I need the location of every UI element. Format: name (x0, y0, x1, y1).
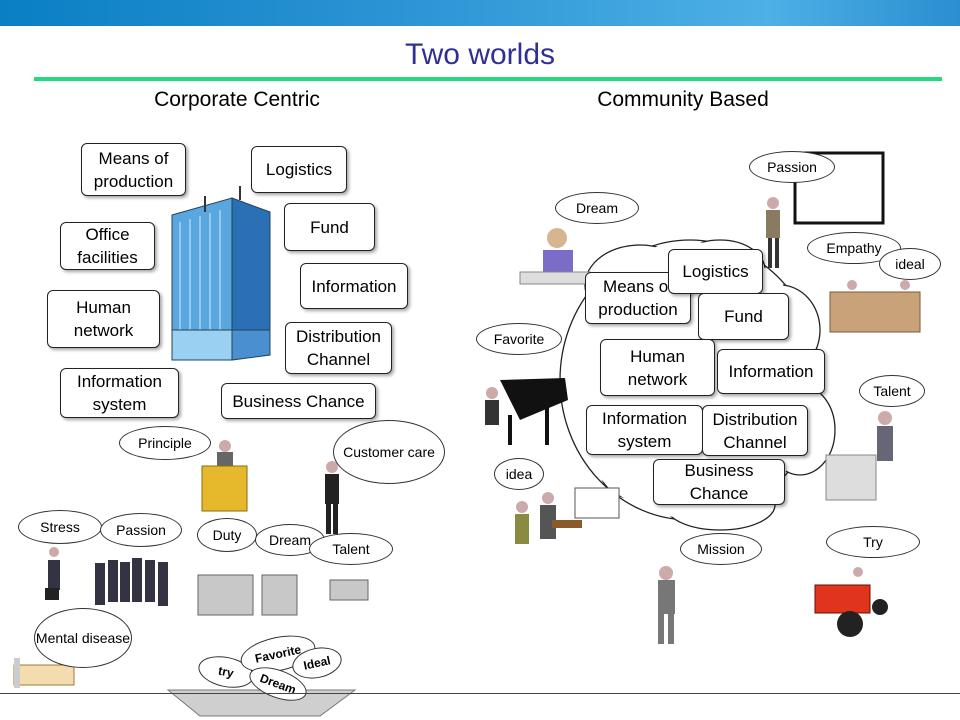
slide-title: Two worlds (404, 38, 556, 71)
office-building-icon (171, 186, 271, 361)
piano-icon (485, 378, 568, 445)
bubble-duty: Duty (197, 518, 257, 552)
businessman-icon (325, 461, 339, 534)
cloud-box-information: Information (717, 349, 825, 394)
cloud-box-information-system: Information system (586, 405, 703, 455)
dreamer-icon (519, 228, 591, 285)
cloud-box-fund: Fund (698, 293, 789, 340)
box-information: Information (300, 263, 408, 309)
bubble-mission: Mission (680, 533, 762, 565)
box-means-of-production: Means of production (81, 143, 186, 196)
right-heading: Community Based (597, 88, 769, 111)
bubble-favorite: Favorite (476, 323, 562, 355)
bubble-passion: Passion (100, 513, 182, 547)
box-fund: Fund (284, 203, 375, 251)
bubble-stress: Stress (18, 510, 102, 544)
bubble-mental-disease: Mental disease (34, 608, 132, 668)
bubble-talent-right: Talent (859, 375, 925, 407)
crowd-icon (45, 547, 168, 606)
meeting-group-icon (515, 487, 620, 544)
cloud-box-logistics: Logistics (668, 249, 763, 294)
left-heading: Corporate Centric (154, 88, 320, 111)
box-information-system: Information system (60, 368, 179, 418)
title-underline (34, 77, 942, 81)
hospital-bed-icon (13, 658, 75, 688)
bubble-passion-right: Passion (749, 151, 835, 183)
tractor-icon (814, 567, 888, 637)
bubble-try: Try (826, 526, 920, 558)
computer-desk-icon (825, 411, 893, 501)
office-desks-icon (197, 574, 369, 616)
mission-man-icon (658, 566, 675, 644)
top-banner (0, 0, 960, 26)
box-business-chance: Business Chance (221, 383, 376, 419)
box-human-network: Human network (47, 290, 160, 348)
cloud-box-distribution-channel: Distribution Channel (702, 405, 808, 456)
box-logistics: Logistics (251, 146, 347, 193)
bubble-principle: Principle (119, 426, 211, 460)
box-office-facilities: Office facilities (60, 222, 155, 270)
bubble-ideal-right: ideal (879, 248, 941, 280)
empathy-meeting-icon (829, 280, 921, 333)
bubble-dream-right: Dream (555, 192, 639, 224)
bubble-idea: idea (494, 458, 544, 490)
box-distribution-channel: Distribution Channel (285, 322, 392, 374)
bubble-talent: Talent (309, 533, 393, 565)
footer-divider (0, 693, 960, 694)
bubble-customer-care: Customer care (333, 420, 445, 484)
cloud-box-human-network: Human network (600, 339, 715, 396)
podium-speaker-icon (201, 440, 248, 512)
cloud-box-business-chance: Business Chance (653, 459, 785, 505)
